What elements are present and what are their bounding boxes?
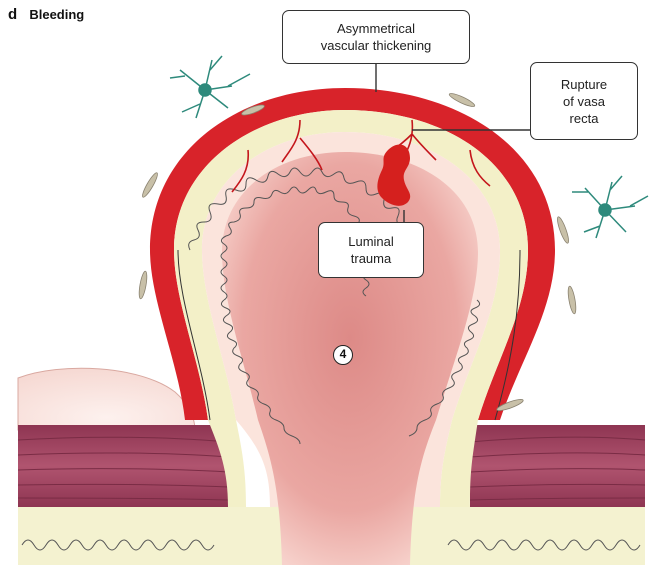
callout-luminal-trauma: Luminal trauma (318, 222, 424, 278)
muscle-layer-right (470, 425, 645, 507)
label-line: Luminal (319, 233, 423, 250)
label-line: trauma (319, 250, 423, 267)
callout-rupture-vasa-recta: Rupture of vasa recta (530, 62, 638, 140)
label-line: Asymmetrical (283, 20, 469, 37)
step-marker: 4 (333, 345, 353, 365)
label-line: vascular thickening (283, 37, 469, 54)
callout-vascular-thickening: Asymmetrical vascular thickening (282, 10, 470, 64)
label-line: Rupture (531, 76, 637, 93)
panel-letter: d (8, 6, 17, 23)
neuron-cell-left (170, 56, 250, 118)
label-line: recta (531, 110, 637, 127)
panel-title: d Bleeding (8, 6, 84, 23)
label-line: of vasa (531, 93, 637, 110)
neuron-cell-right (572, 176, 648, 238)
panel-name: Bleeding (29, 7, 84, 22)
muscle-layer-left (18, 425, 228, 507)
left-mound (18, 368, 195, 430)
